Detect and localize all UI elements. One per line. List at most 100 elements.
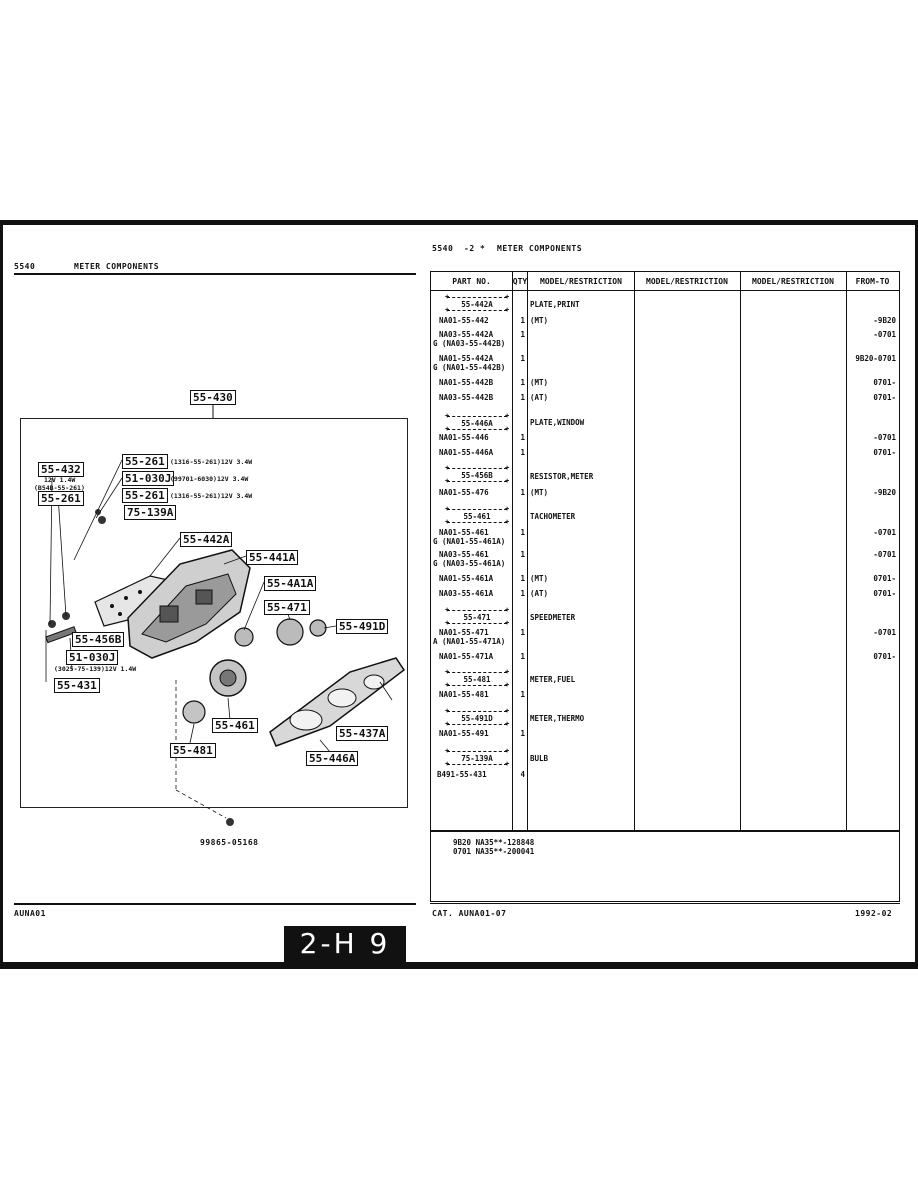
note-55-432-rating: 12V 1.4W (44, 476, 76, 484)
left-section-number: 5540 (14, 262, 36, 271)
quantity: 1 (520, 378, 525, 387)
column-divider (740, 272, 741, 830)
part-number: NA01-55-476 (439, 488, 489, 497)
group-description: BULB (530, 754, 549, 763)
callout-55-431: 55-431 (54, 678, 100, 693)
alternate-part: G (NA01-55-442B) (433, 363, 506, 372)
callout-55-456b: 55-456B (72, 632, 125, 647)
part-number: NA01-55-481 (439, 690, 489, 699)
parts-table: PART NO. QTY MODEL/RESTRICTION MODEL/RES… (430, 271, 900, 902)
callout-55-261-top: 55-261 (122, 454, 168, 469)
quantity: 1 (520, 528, 525, 537)
part-number: B491-55-431 (437, 770, 487, 779)
column-divider (512, 272, 513, 830)
group-ref: 55-491D (461, 714, 493, 723)
group-description: TACHOMETER (530, 512, 576, 521)
right-section-title: METER COMPONENTS (497, 244, 583, 253)
part-number: NA01-55-461 (439, 528, 489, 537)
header-model-1: MODEL/RESTRICTION (540, 277, 622, 286)
model-restriction: (MT) (530, 316, 549, 325)
alternate-part: G (NA03-55-461A) (433, 559, 506, 568)
part-number: NA01-55-491 (439, 729, 489, 738)
frame-bottom-border (0, 962, 918, 969)
from-to: 0701- (873, 574, 896, 583)
quantity: 1 (520, 393, 525, 402)
from-to: -0701 (873, 628, 896, 637)
group-ref: 55-456B (461, 471, 493, 480)
from-to: 0701- (873, 393, 896, 402)
group-description: METER,FUEL (530, 675, 576, 684)
group-ref: 75-139A (461, 754, 493, 763)
from-to: -0701 (873, 550, 896, 559)
right-section-suffix: -2 * (464, 244, 486, 253)
callout-55-430: 55-430 (190, 390, 236, 405)
callout-55-481: 55-481 (170, 743, 216, 758)
group-header: ++ 75-139A ++ (441, 748, 513, 768)
group-header: ++ 55-442A ++ (441, 294, 513, 314)
from-to: -9B20 (873, 316, 896, 325)
quantity: 1 (520, 488, 525, 497)
quantity: 1 (520, 316, 525, 325)
from-to: 0701- (873, 448, 896, 457)
callout-55-471: 55-471 (264, 600, 310, 615)
quantity: 1 (520, 354, 525, 363)
from-to: 0701- (873, 378, 896, 387)
part-number: NA01-55-471A (439, 652, 494, 661)
model-restriction: (AT) (530, 393, 549, 402)
callout-55-491d: 55-491D (336, 619, 389, 634)
group-ref: 55-481 (463, 675, 491, 684)
part-number: NA01-55-442B (439, 378, 494, 387)
model-restriction: (MT) (530, 574, 549, 583)
quantity: 1 (520, 690, 525, 699)
part-number: NA03-55-461 (439, 550, 489, 559)
quantity: 1 (520, 330, 525, 339)
group-header: ++ 55-446A ++ (441, 413, 513, 433)
catalog-number: CAT. AUNA01-07 (432, 909, 507, 918)
thermo-gauge-shape (309, 619, 327, 637)
from-to: 0701- (873, 589, 896, 598)
callout-55-261-left: 55-261 (38, 491, 84, 506)
model-restriction: (MT) (530, 488, 549, 497)
frame-top-border (0, 220, 918, 225)
left-section-title: METER COMPONENTS (74, 262, 160, 271)
group-ref: 55-446A (461, 419, 493, 428)
screw-shape (226, 818, 234, 826)
quantity: 1 (520, 574, 525, 583)
group-ref: 55-471 (463, 613, 491, 622)
column-divider (634, 272, 635, 830)
note-55-261-middle: (1316-55-261)12V 3.4W (170, 492, 253, 500)
frame-right-border (915, 220, 918, 968)
quantity: 1 (520, 448, 525, 457)
fuel-gauge-shape (234, 627, 254, 647)
quantity: 1 (520, 433, 525, 442)
catalog-date: 1992-02 (855, 909, 893, 918)
note-55-261-top: (1316-55-261)12V 3.4W (170, 458, 253, 466)
right-section-number: 5540 (432, 244, 454, 253)
quantity: 1 (520, 652, 525, 661)
note-51-030j-top: (99701-6030)12V 3.4W (170, 475, 249, 483)
quantity: 1 (520, 628, 525, 637)
speedometer-shape (276, 618, 304, 646)
group-ref: 55-461 (463, 512, 491, 521)
part-number: NA03-55-442B (439, 393, 494, 402)
catalog-code-left: AUNA01 (14, 909, 46, 918)
callout-55-261-middle: 55-261 (122, 488, 168, 503)
quantity: 1 (520, 589, 525, 598)
group-ref: 55-442A (461, 300, 493, 309)
callout-75-139a: 75-139A (124, 505, 177, 520)
part-number: NA03-55-461A (439, 589, 494, 598)
header-qty: QTY (512, 277, 528, 286)
table-header (431, 272, 899, 291)
diagram-frame (20, 418, 408, 808)
footnote-serial: 9B20 NA35**-128848 (453, 838, 535, 847)
quantity: 1 (520, 550, 525, 559)
diagram-artwork (45, 403, 406, 826)
frame-left-border (0, 220, 3, 968)
from-to: 9B20-0701 (855, 354, 896, 363)
from-to: -0701 (873, 330, 896, 339)
group-header: ++ 55-481 ++ (441, 669, 513, 689)
group-header: ++ 55-456B ++ (441, 465, 513, 485)
page-number-badge: 2-H 9 (284, 926, 406, 962)
footnote-serial: 0701 NA35**-200041 (453, 847, 535, 856)
left-footer-rule (14, 903, 416, 905)
